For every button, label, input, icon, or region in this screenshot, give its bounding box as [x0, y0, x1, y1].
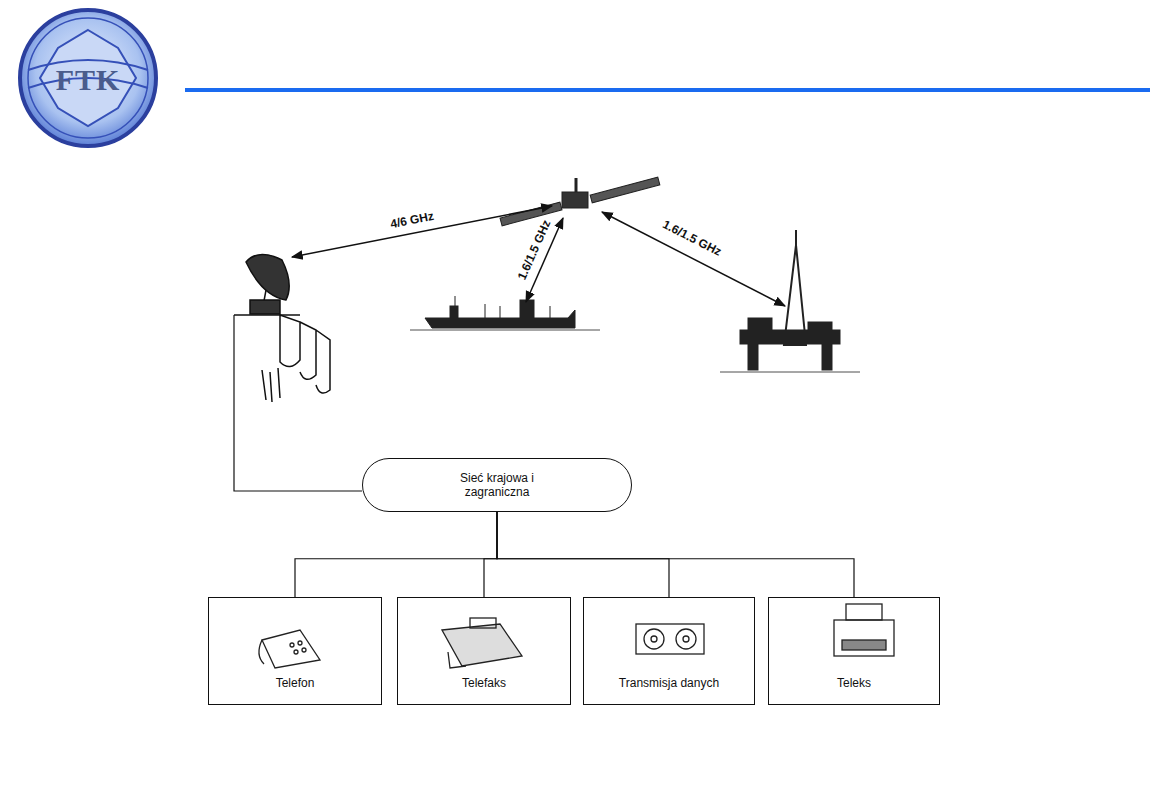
box-text: Telefon: [276, 676, 315, 690]
service-box: Telefaks: [397, 597, 571, 705]
oil-platform: [720, 230, 860, 372]
logo-text: FTK: [56, 63, 121, 97]
tree-connector: [497, 512, 669, 597]
link-line: [233, 315, 234, 490]
tree-connector: [497, 512, 854, 597]
frequency-label: 1.6/1.5 GHz: [659, 216, 726, 259]
network-box: Sieć krajowa i zagraniczna: [362, 458, 632, 512]
satellite: [500, 177, 660, 226]
tape-icon: [636, 624, 704, 654]
ship: [410, 296, 600, 330]
earth-station: [234, 254, 330, 402]
telex-icon: [834, 604, 894, 656]
box-text: Teleks: [837, 676, 871, 690]
box-text: Telefaks: [462, 676, 506, 690]
tree-connector: [295, 512, 497, 597]
frequency-label: 4/6 GHz: [387, 209, 437, 232]
box-text: Transmisja danych: [619, 676, 719, 690]
service-box: Telefon: [208, 597, 382, 705]
service-box: Transmisja danych: [583, 597, 755, 705]
header-rule: [185, 88, 1150, 92]
link-line: [234, 490, 362, 491]
fax-icon: [442, 618, 522, 668]
tree-connector: [484, 512, 497, 597]
box-text: Sieć krajowa i zagraniczna: [437, 471, 557, 500]
logo: [20, 10, 156, 146]
service-box: Teleks: [768, 597, 940, 705]
radio-link: [292, 206, 785, 306]
phone-icon: [259, 630, 320, 668]
